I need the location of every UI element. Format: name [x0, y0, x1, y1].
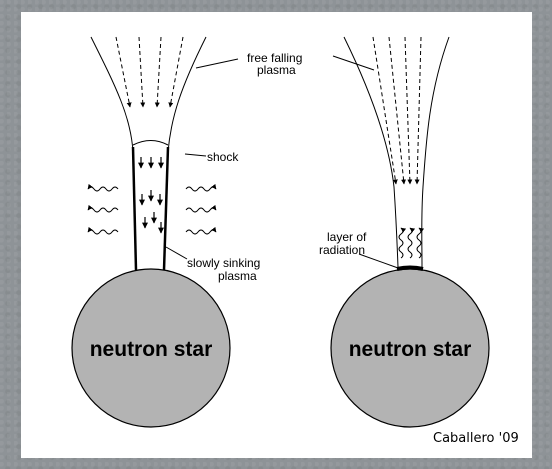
- free-falling-label-line2: plasma: [257, 63, 296, 77]
- shock-label: shock: [207, 150, 239, 164]
- emitted-radiation-left: [88, 187, 118, 234]
- shock-front-curve: [133, 141, 168, 146]
- slowly-sinking-label-line1: slowly sinking: [187, 256, 260, 270]
- left-funnel-left-wall: [91, 37, 136, 270]
- slowly-sinking-label-line2: plasma: [218, 269, 257, 283]
- trapped-radiation-arrows: [399, 228, 421, 258]
- neutron-star-label-left: neutron star: [90, 338, 213, 361]
- credit-label: Caballero '09: [433, 431, 519, 446]
- right-funnel-right-wall: [422, 37, 449, 267]
- sinking-plasma-arrows: [141, 157, 161, 233]
- emitted-radiation-right: [186, 187, 216, 234]
- layer-label-line2: radiation: [319, 243, 365, 257]
- accretion-diagram: neutron star shock slowly sinking plasma…: [21, 12, 532, 458]
- free-falling-leader-left: [196, 59, 238, 68]
- right-column: neutron star layer of radiation: [319, 37, 489, 427]
- left-funnel-right-wall: [164, 37, 206, 270]
- diagram-panel: neutron star shock slowly sinking plasma…: [21, 12, 532, 458]
- left-column: neutron star shock slowly sinking plasma: [72, 37, 260, 427]
- free-fall-arrows-left: [116, 37, 183, 107]
- shock-leader: [185, 154, 206, 156]
- left-thick-right-wall: [164, 147, 168, 270]
- slowly-sinking-leader: [166, 247, 187, 259]
- layer-label-line1: layer of: [327, 230, 367, 244]
- free-fall-arrows-right: [373, 37, 421, 184]
- left-thick-left-wall: [133, 147, 136, 270]
- radiation-layer: [397, 268, 423, 270]
- neutron-star-label-right: neutron star: [349, 338, 472, 361]
